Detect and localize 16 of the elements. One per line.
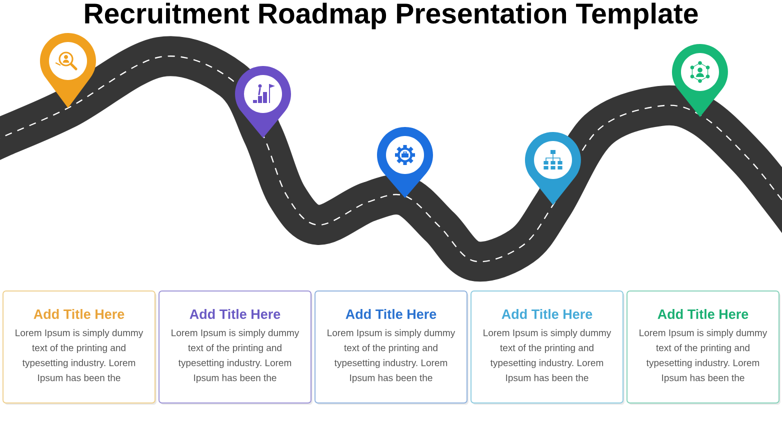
card-title: Add Title Here xyxy=(502,309,592,319)
card-title: Add Title Here xyxy=(34,309,124,319)
card-text: Lorem Ipsum is simply dummy text of the printing and typesetting industry. Lorem Ipsum has been the xyxy=(484,329,612,384)
card-text: Lorem Ipsum is simply dummy text of the printing and typesetting industry. Lorem Ipsum has been the xyxy=(640,329,768,384)
info-card xyxy=(626,290,780,405)
title: Recruitment Roadmap Presentation Template xyxy=(85,2,698,30)
card-title: Add Title Here xyxy=(346,309,436,319)
info-card xyxy=(2,290,156,405)
card-text: Lorem Ipsum is simply dummy text of the printing and typesetting industry. Lorem Ipsum has been the xyxy=(172,329,300,384)
info-card xyxy=(470,290,624,405)
card-text: Lorem Ipsum is simply dummy text of the printing and typesetting industry. Lorem Ipsum has been the xyxy=(328,329,456,384)
card-title: Add Title Here xyxy=(658,309,748,319)
card-text: Lorem Ipsum is simply dummy text of the printing and typesetting industry. Lorem Ipsum has been the xyxy=(16,329,144,384)
info-card xyxy=(314,290,468,405)
card-title: Add Title Here xyxy=(190,309,280,319)
info-card xyxy=(158,290,312,405)
